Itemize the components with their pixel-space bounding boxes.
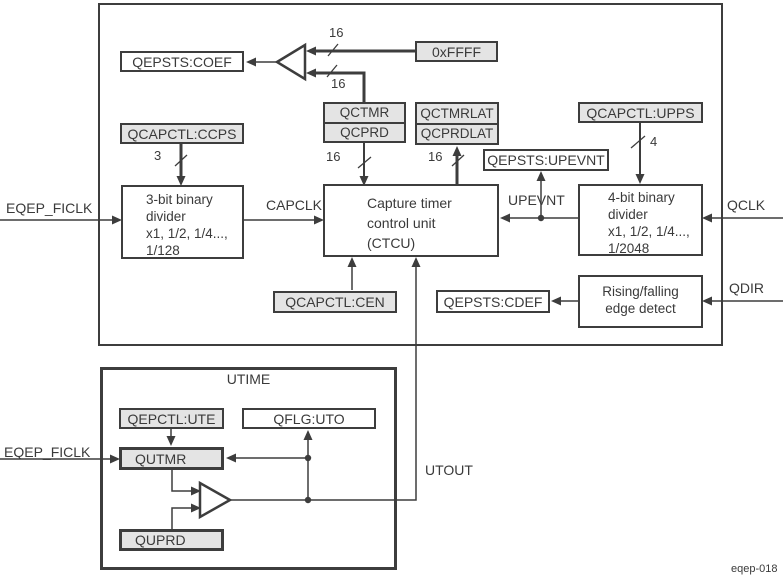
utime-title: UTIME [226,371,271,387]
block-qcprdlat: QCPRDLAT [417,122,497,144]
signal-label-qclk: QCLK [727,197,766,213]
block-quprd: QUPRD [119,529,224,551]
bus-width-3-ccps: 3 [154,148,162,163]
block-edge-detect: Rising/falling edge detect [578,275,703,328]
block-3bit-divider: 3-bit binary divider x1, 1/2, 1/4..., 1/… [121,185,244,259]
block-4bit-divider: 4-bit binary divider x1, 1/2, 1/4..., 1/… [578,184,703,256]
block-qcapctl-ccps: QCAPCTL:CCPS [120,123,244,144]
block-qepctl-ute: QEPCTL:UTE [119,408,224,429]
bus-width-4-upps: 4 [650,134,658,149]
block-qepsts-upevnt: QEPSTS:UPEVNT [483,149,609,171]
signal-label-capclk: CAPCLK [266,197,323,213]
block-qcprd: QCPRD [325,121,404,142]
signal-label-upevnt: UPEVNT [508,192,565,208]
bus-width-16-mux-low: 16 [331,76,346,91]
signal-label-utout: UTOUT [425,462,473,478]
block-qcapctl-upps: QCAPCTL:UPPS [578,102,703,123]
block-qctmr-qcprd: QCTMR QCPRD [323,102,406,143]
block-const-0xffff: 0xFFFF [415,41,498,62]
block-qepsts-coef: QEPSTS:COEF [120,51,244,72]
signal-label-eqep-ficlk-bottom: EQEP_FICLK [4,444,91,460]
block-qctmrlat-qcprdlat: QCTMRLAT QCPRDLAT [415,102,499,145]
block-qctmrlat: QCTMRLAT [420,105,494,121]
bus-width-16-lat: 16 [428,149,443,164]
bus-width-16-qcprd: 16 [326,149,341,164]
block-qutmr: QUTMR [119,447,224,470]
signal-label-eqep-ficlk-top: EQEP_FICLK [6,200,93,216]
figure-id-label: eqep-018 [731,563,778,575]
signal-label-qdir: QDIR [729,280,764,296]
block-qcapctl-cen: QCAPCTL:CEN [273,291,397,313]
bus-width-16-mux-high: 16 [329,25,344,40]
block-qepsts-cdef: QEPSTS:CDEF [436,290,550,313]
block-qflg-uto: QFLG:UTO [242,408,376,429]
block-ctcu: Capture timer control unit (CTCU) [323,184,499,257]
block-qctmr: QCTMR [339,105,390,121]
